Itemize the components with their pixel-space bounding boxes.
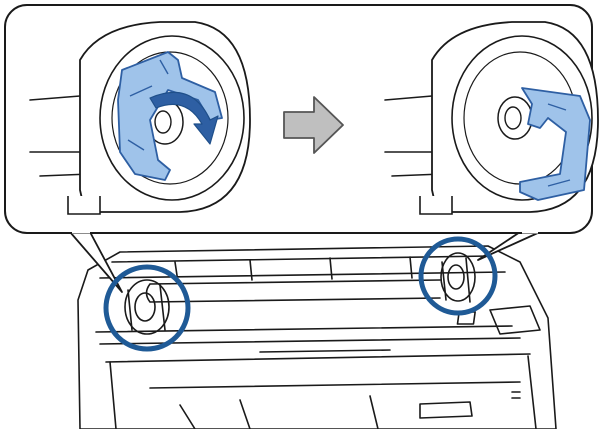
control-panel [489, 305, 541, 335]
printer-inner-lines [174, 256, 413, 283]
highlight-circle-left [103, 264, 191, 352]
highlight-circle-right [418, 236, 498, 316]
adapter-after-lock-lever [519, 87, 591, 201]
adapter-after-foot [419, 196, 453, 215]
printer-front-edge [95, 325, 531, 363]
adapter-before-foot [67, 196, 101, 215]
curved-rotation-arrow-icon [149, 91, 219, 145]
printer-side-button [511, 391, 521, 399]
printer-lower-body [109, 355, 537, 429]
callout-pointer-right [477, 231, 541, 261]
callout-pointer-left [69, 231, 123, 293]
printer-right-adapter [440, 252, 476, 303]
printer-left-adapter [124, 279, 170, 335]
adapter-before-face-inner [111, 51, 229, 185]
adapter-before-lock-lever [117, 51, 223, 181]
right-arrow-icon [283, 96, 344, 154]
adapter-after-hub [497, 96, 533, 140]
adapter-after [384, 21, 599, 215]
printer [77, 245, 557, 429]
printer-body [77, 245, 557, 429]
adapter-before [29, 21, 251, 215]
